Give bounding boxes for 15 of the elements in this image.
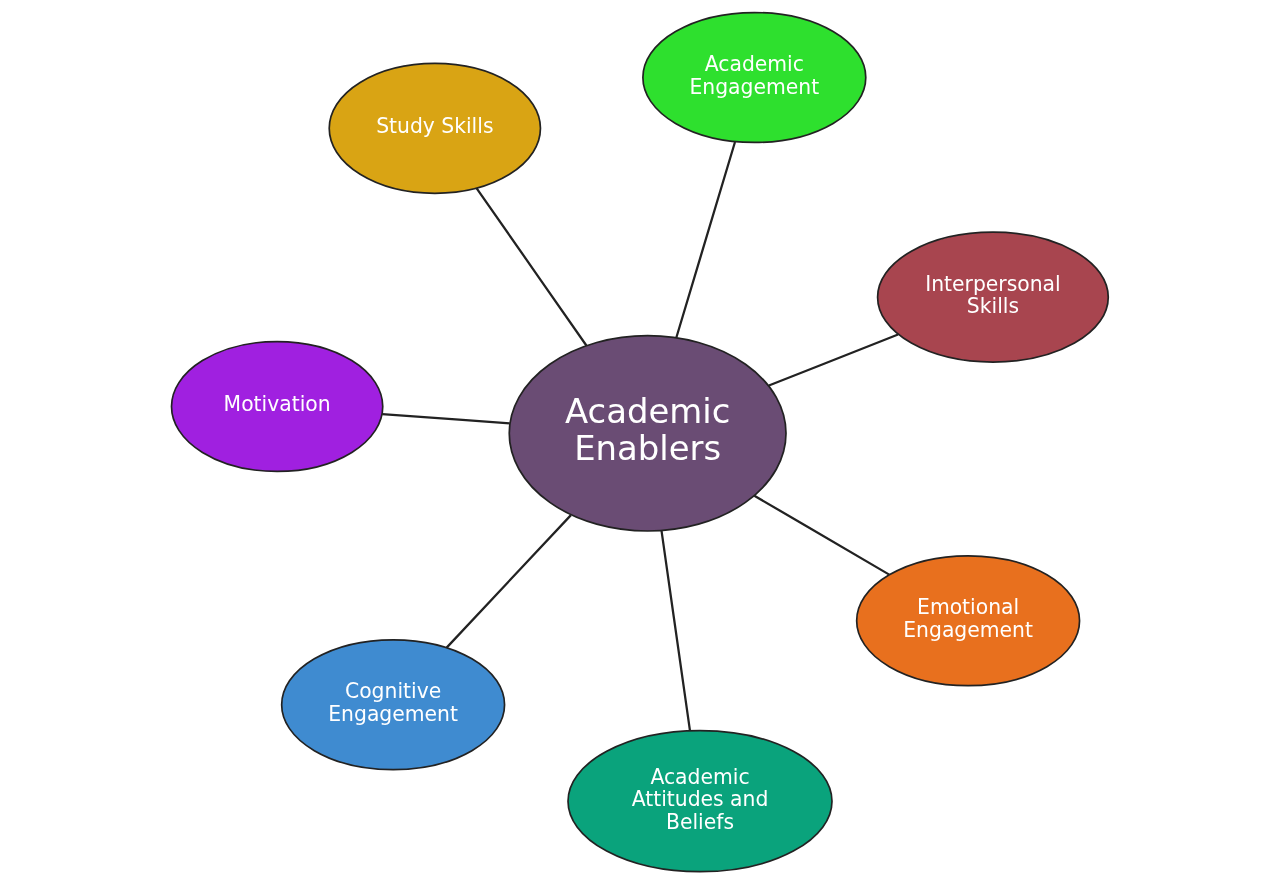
connector — [675, 141, 737, 338]
node-ellipse: Interpersonal Skills — [876, 231, 1110, 363]
node-ellipse: Study Skills — [328, 62, 542, 195]
connector — [445, 514, 572, 649]
connector — [382, 412, 510, 425]
node-ellipse: Academic Enablers — [508, 334, 787, 532]
node-ellipse: Motivation — [170, 340, 384, 473]
connector — [475, 187, 588, 347]
node-ellipse: Cognitive Engagement — [280, 638, 506, 771]
connector — [768, 333, 899, 387]
connector — [660, 530, 692, 731]
node-ellipse: Emotional Engagement — [855, 554, 1081, 687]
connector — [753, 494, 890, 576]
node-ellipse: Academic Engagement — [642, 11, 867, 144]
node-ellipse: Academic Attitudes and Beliefs — [567, 729, 833, 873]
